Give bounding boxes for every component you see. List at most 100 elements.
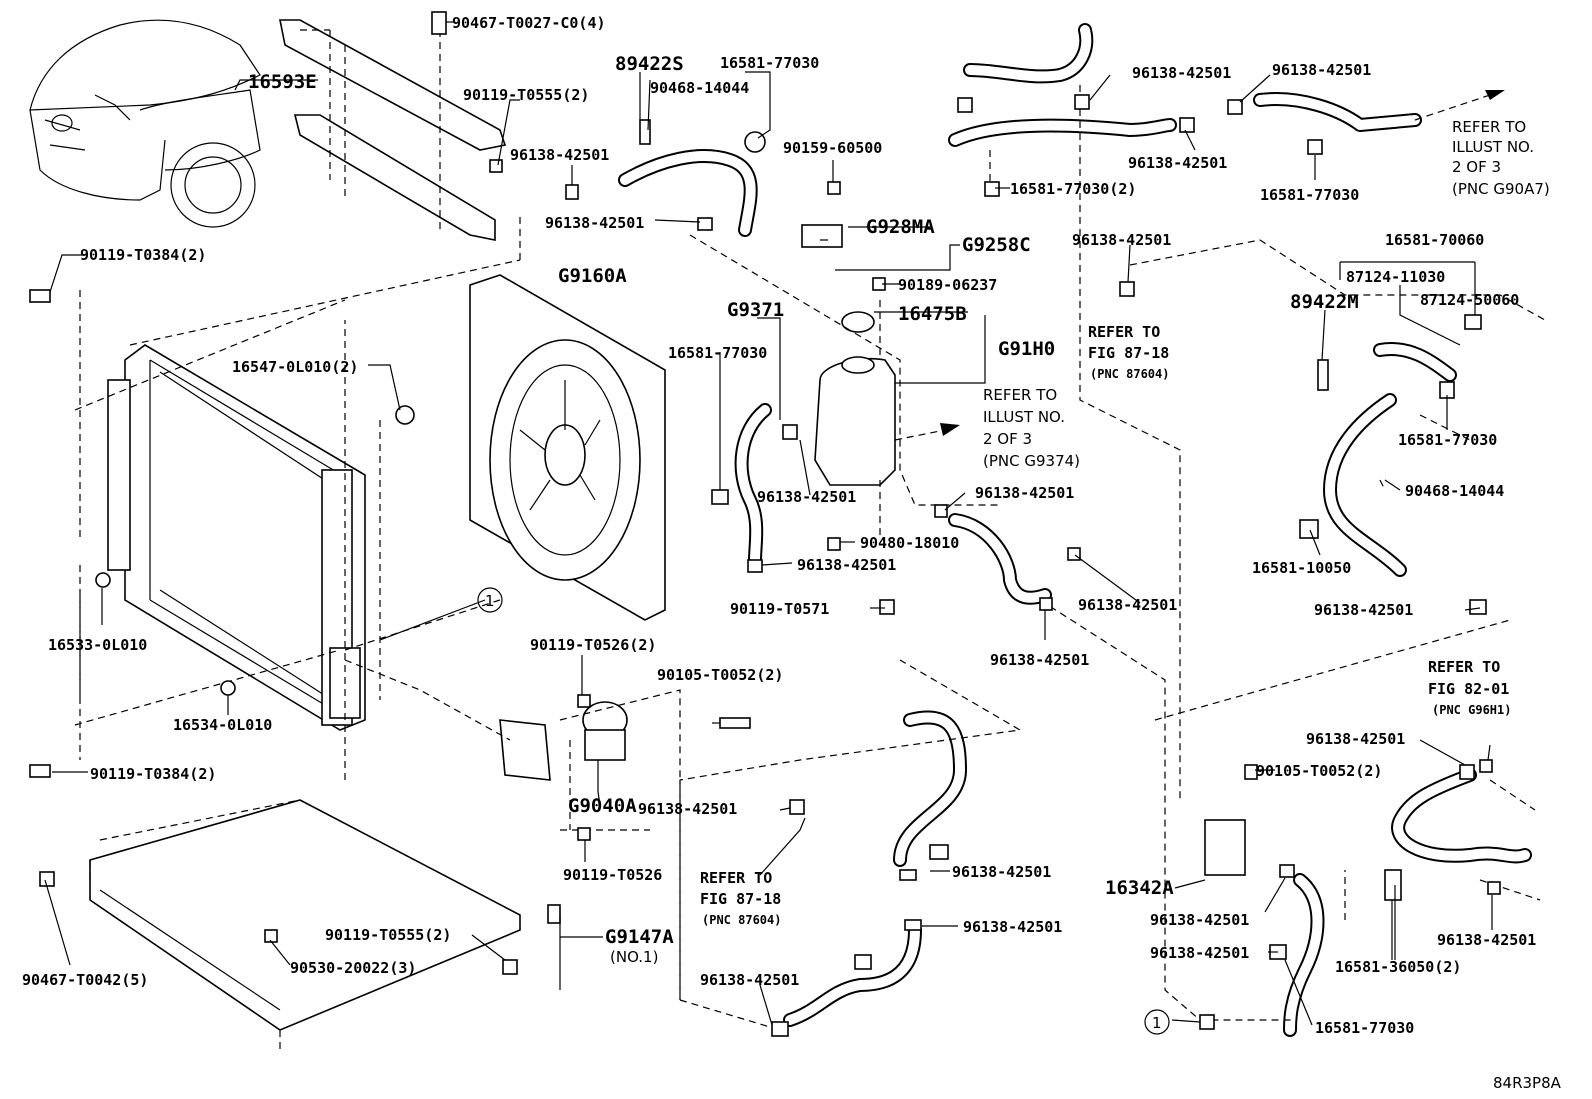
- note-refer-g90a7[interactable]: REFER TO ILLUST NO. 2 OF 3 (PNC G90A7): [1452, 118, 1550, 198]
- part-label-16547-0L010: 16547-0L010(2): [232, 358, 358, 376]
- upper-radiator-support: [279, 19, 507, 241]
- part-label-87124-11030: 87124-11030: [1346, 268, 1445, 286]
- part-label-16581-36050: 16581-36050(2): [1335, 958, 1461, 976]
- part-label-96138-42501: 96138-42501: [1128, 154, 1227, 172]
- part-label-G928MA: G928MA: [866, 216, 935, 238]
- part-label-96138-42501: 96138-42501: [1272, 61, 1371, 79]
- fasteners: [29, 11, 1501, 1037]
- note-refer-g9374[interactable]: REFER TO ILLUST NO. 2 OF 3 (PNC G9374): [983, 386, 1080, 470]
- part-label-90119-T0571: 90119-T0571: [730, 600, 829, 618]
- part-label-90480-18010: 90480-18010: [860, 534, 959, 552]
- part-label-90119-T0526-2: 90119-T0526(2): [530, 636, 656, 654]
- part-label-90119-T0384: 90119-T0384(2): [90, 765, 216, 783]
- radiator: [107, 344, 366, 731]
- svg-text:ILLUST NO.: ILLUST NO.: [1452, 138, 1534, 156]
- part-label-90119-T0526: 90119-T0526: [563, 866, 662, 884]
- svg-text:FIG 82-01: FIG 82-01: [1428, 680, 1509, 698]
- part-label-96138-42501: 96138-42501: [797, 556, 896, 574]
- part-label-16533-0L010: 16533-0L010: [48, 636, 147, 654]
- electric-water-pump: [499, 701, 628, 781]
- part-label-16534-0L010: 16534-0L010: [173, 716, 272, 734]
- part-label-90119-T0555: 90119-T0555(2): [463, 86, 589, 104]
- part-labels: 90467-T0027-C0(4) 16593E 90119-T0555(2) …: [22, 14, 1562, 1092]
- leader-lines: [44, 21, 1493, 1026]
- part-label-90468-14044: 90468-14044: [650, 79, 749, 97]
- part-label-16581-10050: 16581-10050: [1252, 559, 1351, 577]
- part-label-16342A: 16342A: [1105, 877, 1174, 899]
- part-label-16581-77030: 16581-77030: [1398, 431, 1497, 449]
- circle-reference-1a: 1: [477, 587, 503, 613]
- part-label-no1: (NO.1): [610, 948, 658, 966]
- svg-text:(PNC 87604): (PNC 87604): [702, 913, 781, 927]
- svg-text:REFER TO: REFER TO: [1452, 118, 1526, 136]
- dashed-guide-lines: [74, 85, 1546, 1050]
- part-label-16581-77030: 16581-77030: [1315, 1019, 1414, 1037]
- part-label-96138-42501: 96138-42501: [545, 214, 644, 232]
- svg-text:(PNC 87604): (PNC 87604): [1090, 367, 1169, 381]
- part-label-G91H0: G91H0: [998, 338, 1055, 360]
- arrow-icon: [1485, 90, 1505, 100]
- svg-text:(PNC G96H1): (PNC G96H1): [1432, 703, 1511, 717]
- part-label-16581-77030: 16581-77030: [668, 344, 767, 362]
- svg-text:REFER TO: REFER TO: [700, 869, 772, 887]
- reference-arrows: [894, 90, 1505, 441]
- part-label-96138-42501: 96138-42501: [1306, 730, 1405, 748]
- circle-number: 1: [485, 592, 495, 610]
- part-label-89422S: 89422S: [615, 53, 684, 75]
- part-label-90159-60500: 90159-60500: [783, 139, 882, 157]
- diagram-code: 84R3P8A: [1493, 1074, 1562, 1092]
- part-label-96138-42501: 96138-42501: [952, 863, 1051, 881]
- part-label-96138-42501: 96138-42501: [1132, 64, 1231, 82]
- svg-text:REFER TO: REFER TO: [1088, 323, 1160, 341]
- part-label-G9040A: G9040A: [568, 795, 637, 817]
- part-label-G9147A: G9147A: [605, 926, 674, 948]
- svg-text:REFER TO: REFER TO: [1428, 658, 1500, 676]
- part-label-90468-14044: 90468-14044: [1405, 482, 1504, 500]
- part-label-90189-06237: 90189-06237: [898, 276, 997, 294]
- part-label-96138-42501: 96138-42501: [757, 488, 856, 506]
- part-label-96138-42501: 96138-42501: [1078, 596, 1177, 614]
- part-label-96138-42501: 96138-42501: [963, 918, 1062, 936]
- part-label-89422M: 89422M: [1290, 291, 1359, 313]
- note-refer-87604-bottom[interactable]: REFER TO FIG 87-18 (PNC 87604): [700, 869, 781, 927]
- svg-text:ILLUST NO.: ILLUST NO.: [983, 408, 1065, 426]
- vehicle-illustration: [29, 19, 261, 228]
- part-label-16475B: 16475B: [898, 303, 967, 325]
- note-refer-87604-top[interactable]: REFER TO FIG 87-18 (PNC 87604): [1088, 323, 1169, 381]
- part-label-90467-T0042: 90467-T0042(5): [22, 971, 148, 989]
- coolant-reservoir: [814, 311, 896, 486]
- svg-text:(PNC G9374): (PNC G9374): [983, 452, 1080, 470]
- part-label-96138-42501: 96138-42501: [990, 651, 1089, 669]
- part-label-90467-T0027: 90467-T0027-C0(4): [452, 14, 606, 32]
- part-label-90530-20022: 90530-20022(3): [290, 959, 416, 977]
- part-label-G9160A: G9160A: [558, 265, 627, 287]
- part-label-96138-42501: 96138-42501: [1150, 911, 1249, 929]
- part-label-96138-42501: 96138-42501: [1314, 601, 1413, 619]
- svg-text:FIG 87-18: FIG 87-18: [700, 890, 781, 908]
- under-cover: [89, 799, 521, 1031]
- note-refer-g96h1[interactable]: REFER TO FIG 82-01 (PNC G96H1): [1428, 658, 1511, 717]
- svg-text:REFER TO: REFER TO: [983, 386, 1057, 404]
- circle-number: 1: [1152, 1014, 1162, 1032]
- part-label-G9258C: G9258C: [962, 234, 1031, 256]
- part-label-96138-42501: 96138-42501: [1437, 931, 1536, 949]
- part-label-16581-77030: 16581-77030: [720, 54, 819, 72]
- part-label-16581-70060: 16581-70060: [1385, 231, 1484, 249]
- part-label-90119-T0384: 90119-T0384(2): [80, 246, 206, 264]
- svg-text:FIG 87-18: FIG 87-18: [1088, 344, 1169, 362]
- part-label-16581-77030-2: 16581-77030(2): [1010, 180, 1136, 198]
- part-label-90119-T0555: 90119-T0555(2): [325, 926, 451, 944]
- part-label-16593E: 16593E: [248, 71, 317, 93]
- svg-text:2 OF 3: 2 OF 3: [983, 430, 1032, 448]
- circle-reference-1b: 1: [1144, 1009, 1170, 1035]
- part-label-96138-42501: 96138-42501: [510, 146, 609, 164]
- part-label-90105-T0052: 90105-T0052(2): [657, 666, 783, 684]
- part-label-16581-77030: 16581-77030: [1260, 186, 1359, 204]
- arrow-icon: [940, 423, 960, 436]
- part-label-96138-42501: 96138-42501: [1072, 231, 1171, 249]
- part-label-96138-42501: 96138-42501: [1150, 944, 1249, 962]
- part-label-96138-42501: 96138-42501: [700, 971, 799, 989]
- hoses: [618, 23, 1532, 1037]
- fan-shroud: [469, 274, 666, 621]
